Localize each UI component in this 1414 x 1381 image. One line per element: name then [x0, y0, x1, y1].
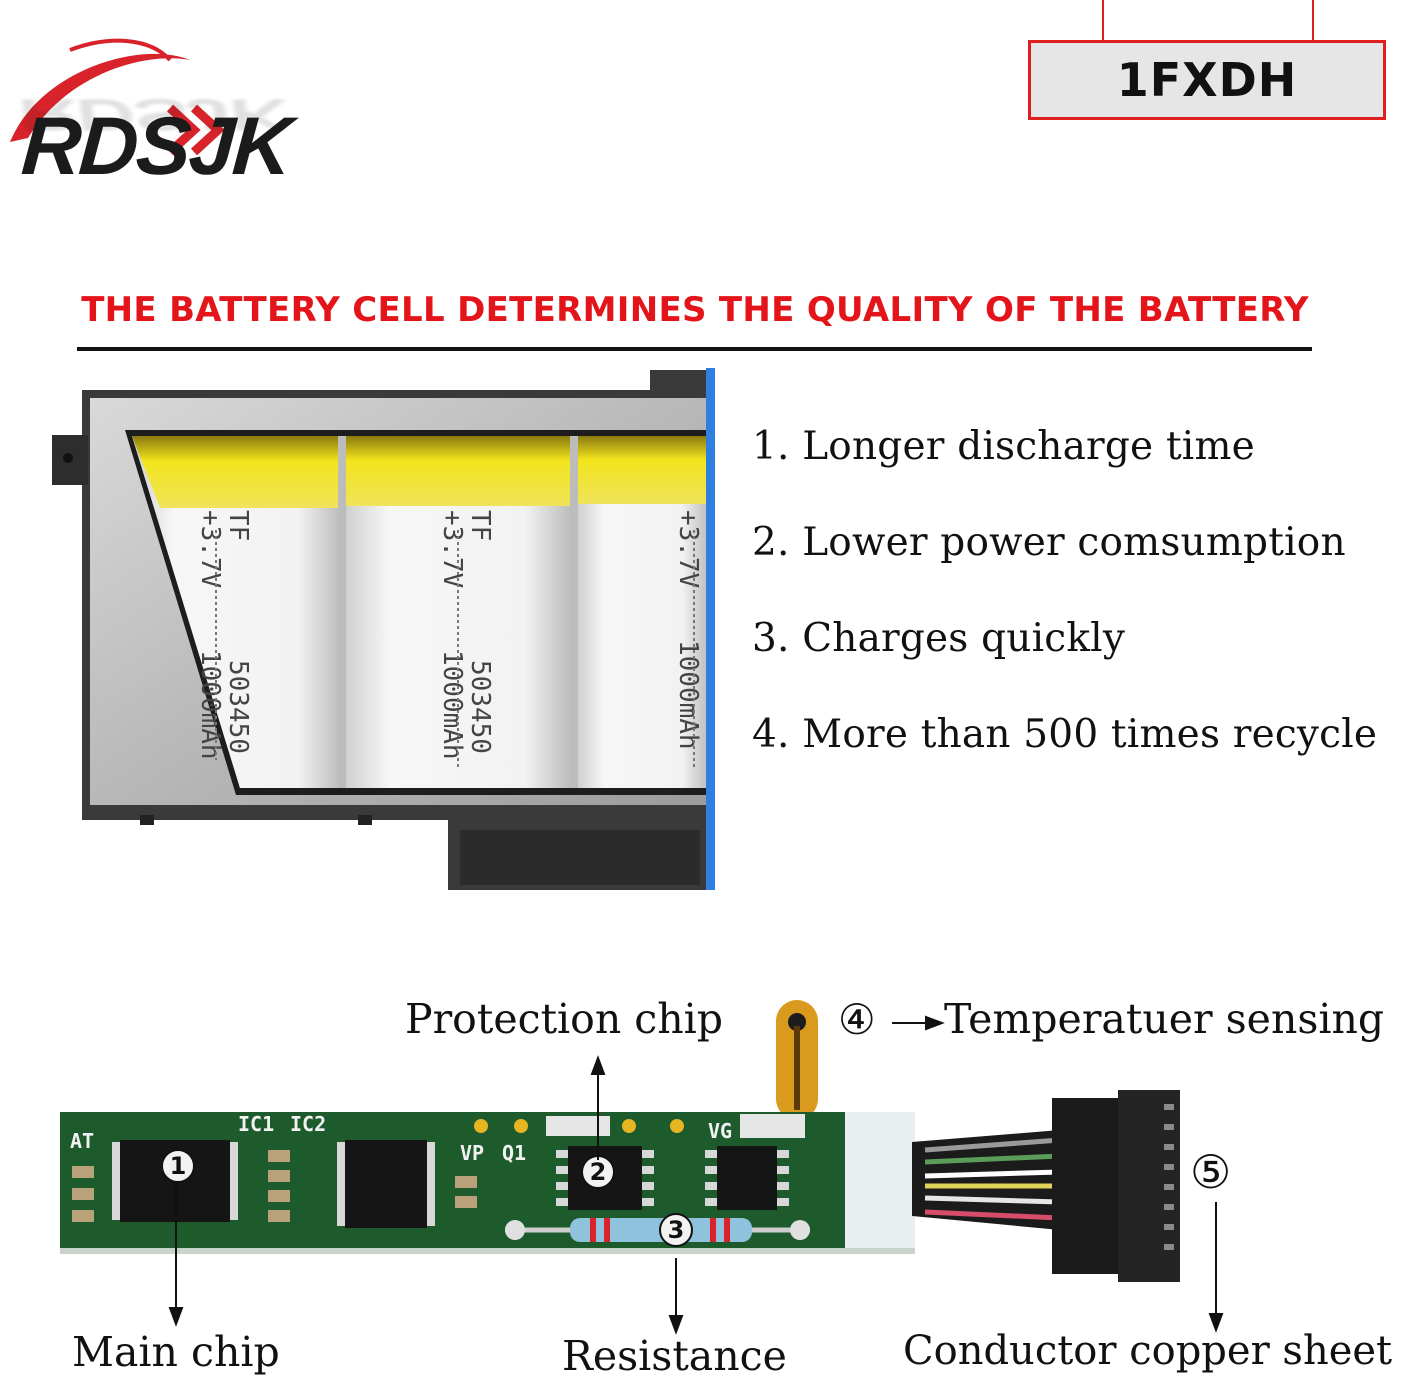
cell-3-print-c: 1000mAh [673, 640, 703, 750]
silk-vp: VP [460, 1141, 484, 1165]
headline: THE BATTERY CELL DETERMINES THE QUALITY … [81, 290, 1309, 330]
logo-reflection: RDSJK [15, 89, 290, 140]
mosfet-chip [705, 1146, 789, 1210]
feature-item-1: 1. Longer discharge time [752, 424, 1255, 469]
brand-logo: RDSJK RDSJK [0, 30, 400, 220]
label-main-chip: Main chip [72, 1328, 280, 1376]
marker-1 [161, 1149, 195, 1183]
silk-vg: VG [708, 1119, 732, 1143]
badge-stem-right [1312, 0, 1314, 40]
label-protection-chip: Protection chip [405, 995, 724, 1043]
label-temperature-sensing: Temperatuer sensing [944, 995, 1385, 1043]
model-number: 1FXDH [1116, 53, 1298, 107]
cell-1-print-b: +3.7V [195, 510, 225, 588]
pcb-diagram: AT IC1 IC2 VP Q1 VG [60, 1000, 1224, 1335]
marker-1-label: 1 [170, 1152, 187, 1180]
marker-3-label: 3 [668, 1216, 685, 1244]
cell-1-print-d: 503450 [223, 660, 253, 754]
marker-3 [659, 1213, 693, 1247]
silk-q1: Q1 [502, 1141, 526, 1165]
label-resistance: Resistance [562, 1332, 787, 1380]
logo-swoosh [10, 38, 225, 156]
cell-2-print-b: +3.7V [437, 510, 467, 588]
silk-at: AT [70, 1129, 94, 1153]
pcb-white-pad [845, 1112, 915, 1248]
connector-plug [1052, 1090, 1180, 1282]
feature-item-3: 3. Charges quickly [752, 616, 1126, 661]
battery-illustration: TF +3.7V 1000mAh 503450 TF +3.7V 1000mAh… [52, 368, 715, 890]
feature-item-4: 4. More than 500 times recycle [752, 712, 1378, 757]
cell-1-print-a: TF [223, 510, 253, 541]
cell-3-print-b: +3.7V [673, 510, 703, 588]
frame-blue-edge [706, 368, 715, 890]
resistance-component [505, 1218, 810, 1242]
connector-cable [912, 1130, 1061, 1230]
cell-2-print-a: TF [465, 510, 495, 541]
marker-4-temperature: ④ [838, 995, 876, 1044]
model-badge: 1FXDH [1028, 40, 1386, 120]
callout-arrows [168, 1015, 1224, 1335]
label-conductor-copper-sheet: Conductor copper sheet [903, 1328, 1393, 1374]
battery-cells [132, 436, 708, 788]
headline-rule [77, 347, 1312, 351]
cell-2-print-c: 1000mAh [437, 650, 467, 760]
cell-1-print-c: 1000mAh [195, 650, 225, 760]
cell-2-print-d: 503450 [465, 660, 495, 754]
badge-stem-left [1102, 0, 1104, 40]
marker-5-connector: ⑤ [1190, 1145, 1232, 1199]
marker-2-label: 2 [590, 1158, 607, 1186]
ic2-chip [337, 1140, 435, 1228]
cell-barcodes [215, 530, 695, 770]
silk-ic1: IC1 [238, 1112, 274, 1136]
silk-ic2: IC2 [290, 1112, 326, 1136]
feature-item-2: 2. Lower power comsumption [752, 520, 1346, 565]
